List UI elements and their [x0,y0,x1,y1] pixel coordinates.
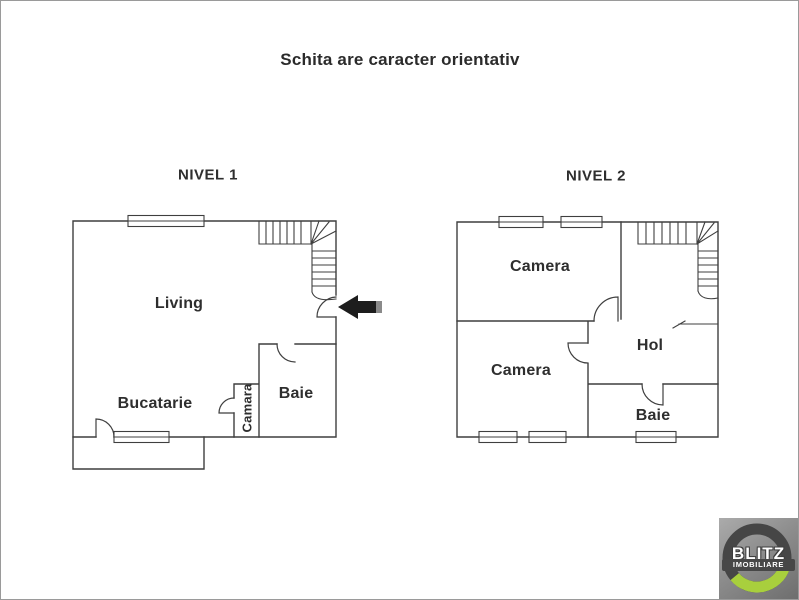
sketch-disclaimer-title: Schita are caracter orientativ [280,50,520,69]
stair-treads [258,220,312,245]
room-label-bucatarie: Bucatarie [117,395,193,412]
logo-subtitle-text: IMOBILIARE [722,559,795,571]
entrance-arrow-tail-cap [376,301,382,313]
nivel2-doors [567,296,664,406]
nivel2-windows [478,215,677,444]
logo-ring-icon [722,523,792,593]
nivel1-terrace-walls [72,436,205,470]
room-label-camera1: Camera [510,258,570,275]
blitz-imobiliare-logo: BLITZ IMOBILIARE [719,518,798,599]
nivel1-stairs [258,220,337,301]
entrance-arrow [338,295,382,319]
logo-ring-green-segment [730,564,790,593]
camera1-door-arc [593,296,619,322]
stair-run-down [697,243,719,300]
stair-winders [310,220,337,245]
nivel1-doors [95,296,337,438]
entrance-door-arc [316,296,337,318]
stair-run-down [311,243,337,301]
room-label-baie-n2: Baie [635,407,671,424]
stair-treads [637,221,698,245]
nivel2-stairs [637,221,719,329]
nivel2-outer-walls [456,221,719,438]
nivel1-plan [72,214,337,470]
room-label-hol: Hol [636,337,664,354]
room-label-living: Living [154,295,204,312]
baie2-door-arc [641,383,664,406]
room-label-camara: Camara [239,383,255,433]
nivel1-windows [113,214,205,444]
nivel1-interior-walls [233,343,337,438]
camara-door-arc [218,397,235,414]
logo-brand-text: BLITZ [731,544,786,563]
entrance-arrow-body [338,295,376,319]
level2-title: NIVEL 2 [566,167,626,185]
nivel2-interior-walls [456,221,719,438]
room-label-camera2: Camera [491,362,551,379]
nivel1-outer-walls [72,220,337,438]
camera2-door-arc [567,342,589,364]
nivel2-plan [456,215,719,444]
room-label-baie-n1: Baie [278,385,314,402]
stair-winders [696,221,719,245]
baie-door-arc [276,343,296,363]
kitchen-door-arc [95,418,115,438]
level1-title: NIVEL 1 [178,166,238,184]
stairwell-railing [672,320,719,329]
